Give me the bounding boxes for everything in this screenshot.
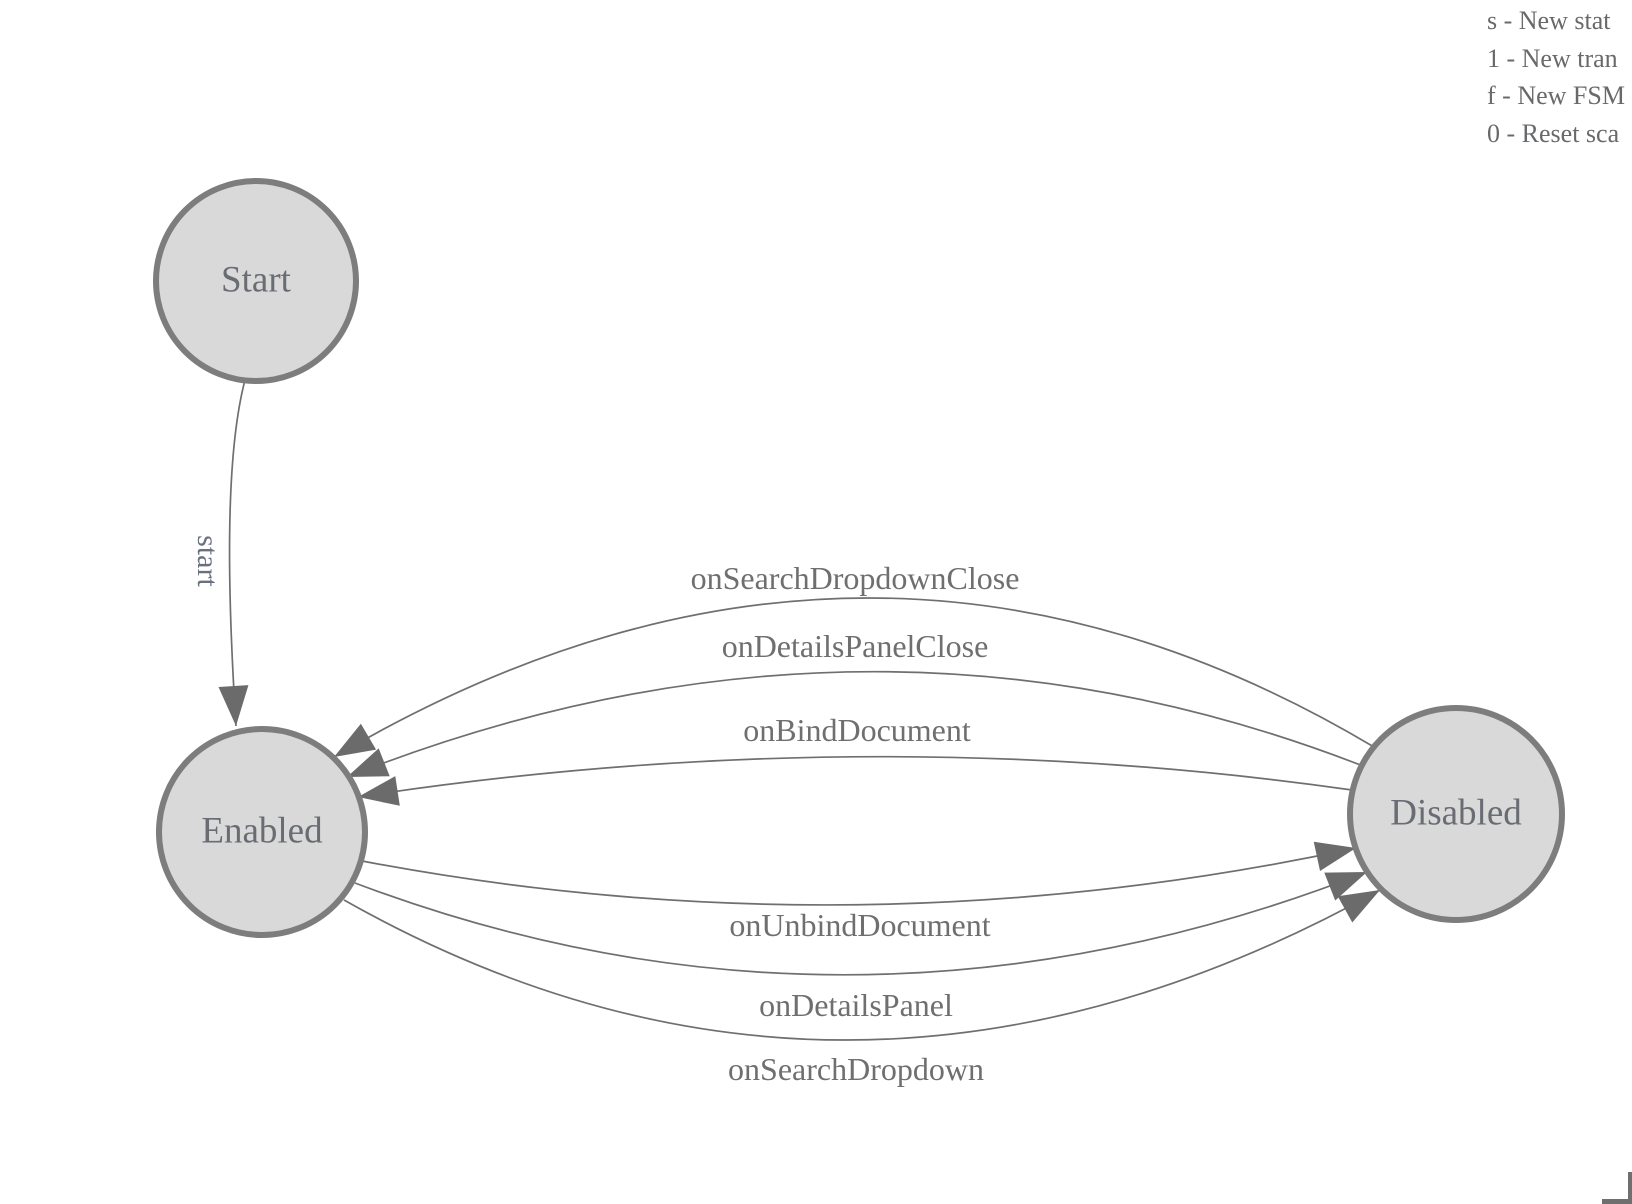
transition-edge-onDetailsPanel[interactable]: onDetailsPanel [354,871,1368,1023]
edge-label-onDetailsPanelClose: onDetailsPanelClose [722,628,989,664]
edge-label-onSearchDropdownClose: onSearchDropdownClose [691,560,1020,596]
edge-line[interactable] [218,379,249,727]
edge-line[interactable] [357,755,1353,806]
edge-label-onDetailsPanel: onDetailsPanel [759,987,953,1023]
edge-line[interactable] [354,871,1368,976]
state-circle-disabled[interactable] [1347,705,1565,923]
transition-edge-onUnbindDocument[interactable]: onUnbindDocument [361,841,1357,943]
state-label-enabled: Enabled [201,810,323,851]
legend-line-new-fsm: f - New FSM [1487,81,1625,110]
hotkey-legend: s - New stat 1 - New tran f - New FSM 0 … [1487,6,1625,148]
state-node-start[interactable]: Start [153,178,359,384]
state-label-disabled: Disabled [1390,792,1522,833]
edge-label-onBindDocument: onBindDocument [743,712,971,748]
state-circle-start[interactable] [153,178,359,384]
state-node-enabled[interactable]: Enabled [156,726,368,938]
edge-line[interactable] [361,841,1357,906]
transition-edge-onSearchDropdown[interactable]: onSearchDropdown [343,889,1381,1087]
state-label-start: Start [221,259,292,300]
transition-edge-onSearchDropdownClose[interactable]: onSearchDropdownClose [333,560,1375,758]
transition-edge-start[interactable]: start [191,379,249,727]
legend-line-new-state: s - New stat [1487,6,1611,35]
state-circle-enabled[interactable] [156,726,368,938]
edge-label-onUnbindDocument: onUnbindDocument [729,907,990,943]
state-node-disabled[interactable]: Disabled [1347,705,1565,923]
legend-line-new-transition: 1 - New tran [1487,44,1618,73]
legend-line-reset-scale: 0 - Reset sca [1487,119,1620,148]
transition-edge-onBindDocument[interactable]: onBindDocument [357,712,1353,806]
canvas-corner-handle[interactable] [1602,1172,1632,1204]
edge-label-onSearchDropdown: onSearchDropdown [728,1051,984,1087]
edge-label-start: start [191,535,224,587]
corner-handle-vertical-bar[interactable] [1628,1172,1632,1204]
corner-handle-horizontal-bar[interactable] [1602,1199,1632,1204]
edge-line[interactable] [346,670,1364,778]
transition-edge-onDetailsPanelClose[interactable]: onDetailsPanelClose [346,628,1364,778]
edge-line[interactable] [343,889,1381,1041]
edge-line[interactable] [333,597,1375,758]
